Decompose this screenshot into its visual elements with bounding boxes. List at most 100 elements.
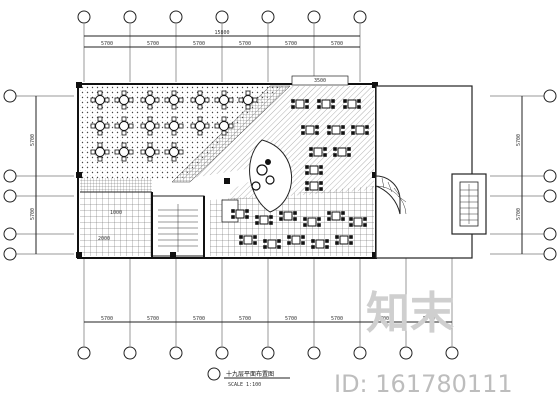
dining-table [349, 217, 367, 227]
room-label: 1000 [110, 210, 122, 216]
watermark: 知末 ID: 161780111 [334, 288, 513, 398]
axis-bubble [261, 10, 275, 24]
diagonal-band [171, 85, 291, 183]
dim-text: 5700 [101, 41, 113, 47]
plant-cluster [251, 159, 275, 191]
bottom-axis: 5700 5700 5700 5700 5700 5700 5700 5700 [77, 258, 459, 360]
axis-bubble [543, 89, 557, 103]
corridor-strip [80, 178, 152, 192]
axis-bubble [445, 346, 459, 360]
terrace [375, 85, 487, 259]
dim-text: 5700 [239, 41, 251, 47]
dining-table [327, 211, 345, 221]
square-table-group [231, 99, 369, 249]
axis-bubble [307, 346, 321, 360]
dining-table [140, 116, 160, 136]
round-table-group [90, 90, 258, 162]
axis-bubble [543, 247, 557, 261]
axis-bubble [123, 10, 137, 24]
dining-table [238, 90, 258, 110]
dining-table [190, 116, 210, 136]
axis-bubble [3, 189, 17, 203]
dining-table [239, 235, 257, 245]
dim-text: 5700 [331, 41, 343, 47]
window-bay-dim: 3500 [314, 78, 326, 84]
right-axis: 5700 5700 [490, 89, 557, 261]
axis-bubble [215, 10, 229, 24]
axis-bubble [169, 10, 183, 24]
dim-text: 5700 [147, 41, 159, 47]
dining-table [291, 99, 309, 109]
dim-text: 5700 [285, 41, 297, 47]
axis-bubble [543, 169, 557, 183]
axis-bubble [543, 227, 557, 241]
axis-bubble [215, 346, 229, 360]
bottom-axis-lines [83, 258, 453, 346]
dining-table [317, 99, 335, 109]
dotted-floor-area [80, 86, 280, 180]
right-dim-text: 5700 [516, 208, 522, 220]
top-total-dim-text: 15800 [214, 30, 229, 36]
axis-bubble [307, 10, 321, 24]
left-axis-lines [14, 95, 74, 255]
top-axis: 15800 5700 5700 5700 5700 5700 5700 [77, 10, 367, 82]
stair-treads [158, 204, 198, 252]
window-bay [291, 75, 349, 86]
dining-table [140, 90, 160, 110]
spiral-stair-treads [375, 175, 407, 215]
dining-table [311, 239, 329, 249]
dining-table [305, 165, 323, 175]
title-bubble [207, 367, 221, 381]
dim-text: 5700 [101, 316, 113, 322]
dining-table [90, 90, 110, 110]
axis-bubble [3, 247, 17, 261]
watermark-id: ID: 161780111 [334, 370, 513, 398]
axis-bubble [261, 346, 275, 360]
dining-table [309, 147, 327, 157]
dim-text: 5700 [193, 41, 205, 47]
drawing-title: 十九层平面布置图 SCALE 1:100 [207, 367, 290, 388]
axis-bubble [123, 346, 137, 360]
dining-table [214, 90, 234, 110]
dining-table [190, 90, 210, 110]
left-axis: 5700 5700 [3, 89, 74, 261]
structural-columns [76, 82, 378, 258]
dim-text: 5700 [285, 316, 297, 322]
dining-table [263, 239, 281, 249]
dining-table [164, 142, 184, 162]
dining-table [327, 125, 345, 135]
dim-text: 5700 [331, 316, 343, 322]
axis-bubble [353, 346, 367, 360]
axis-bubble [543, 189, 557, 203]
scale-text: SCALE 1:100 [228, 382, 261, 388]
dim-text: 5700 [377, 316, 389, 322]
axis-bubble [3, 89, 17, 103]
dining-table [140, 142, 160, 162]
axis-bubble [353, 10, 367, 24]
dim-text: 5700 [239, 316, 251, 322]
dining-table [90, 142, 110, 162]
dim-text: 5700 [423, 316, 435, 322]
axis-bubble [3, 227, 17, 241]
dining-table [114, 90, 134, 110]
top-axis-lines [83, 24, 361, 82]
dining-table [114, 142, 134, 162]
right-axis-lines [490, 95, 544, 255]
dim-text: 5700 [193, 316, 205, 322]
dining-table [90, 116, 110, 136]
dining-table [214, 116, 234, 136]
dining-table [333, 147, 351, 157]
dining-table [114, 116, 134, 136]
dining-table [351, 125, 369, 135]
room-label: 2000 [98, 236, 110, 242]
dining-table [164, 116, 184, 136]
left-dim-text: 5700 [30, 208, 36, 220]
dining-table [303, 217, 321, 227]
dim-text: 5700 [147, 316, 159, 322]
dining-table [301, 125, 319, 135]
axis-bubble [77, 346, 91, 360]
dining-table [305, 181, 323, 191]
dining-table [255, 215, 273, 225]
left-dim-text: 5700 [30, 134, 36, 146]
